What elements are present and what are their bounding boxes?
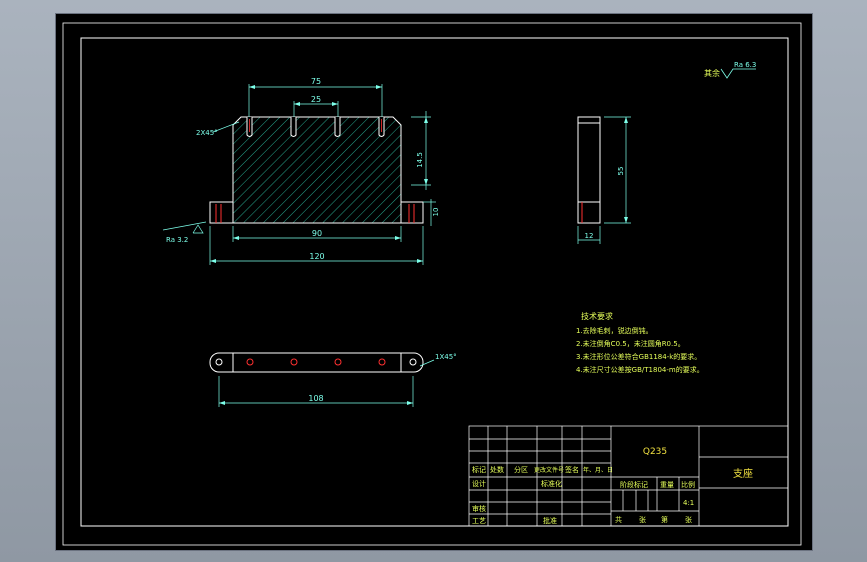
side-view: 55 12 [577,116,631,244]
dim-bottom-length: 108 [308,394,323,403]
tb-standardize: 标准化 [541,479,562,488]
tb-header: 签名 [565,465,579,474]
tb-material: Q235 [643,447,667,457]
title-block-text: 标记 处数 分区 更改文件号 签名 年、月、日 设计 标准化 审核 工艺 批准 … [472,447,753,525]
technical-notes: 技术要求 1.去除毛刺，锐边倒钝。 2.未注倒角C0.5，未注圆角R0.5。 3… [576,311,704,374]
tb-sheet-no: 第 [661,515,668,524]
tb-stage-mark: 阶段标记 [620,480,648,489]
tb-review: 审核 [472,504,486,513]
tb-ratio: 比例 [681,480,695,489]
bottom-holes [246,358,386,366]
front-view: 75 25 2X45° 14.5 10 90 120 Ra 3.2 [162,77,440,265]
tb-part-name: 支座 [733,467,753,480]
right-foot [400,201,424,224]
slot-red-lines [249,119,382,132]
dim-chamfer-top: 2X45° [196,129,218,137]
dim-width-top: 75 [311,77,321,86]
tb-process: 工艺 [472,517,486,525]
tb-header: 标记 [472,465,486,474]
dim-foot-height: 10 [432,208,440,217]
tb-sheets: 张 [639,515,646,524]
foot-holes [215,204,415,223]
dim-side-height: 55 [617,167,625,176]
dim-bottom-chamfer: 1X45° [435,353,457,361]
outer-frame [62,22,802,546]
dim-pitch: 25 [311,95,321,104]
tb-header: 年、月、日 [583,466,613,474]
tb-total: 共 [615,515,622,524]
dim-roughness-left: Ra 3.2 [166,236,188,244]
notes-title: 技术要求 [581,311,613,321]
bottom-body [209,352,424,373]
tb-design: 设计 [472,479,486,488]
cad-viewport[interactable]: 75 25 2X45° 14.5 10 90 120 Ra 3.2 55 12 [55,13,813,551]
drawing-sheet: 75 25 2X45° 14.5 10 90 120 Ra 3.2 55 12 [62,22,802,546]
roughness-remaining: 其余 Ra 6.3 [704,61,756,79]
tb-weight: 重量 [660,481,674,489]
tb-header: 分区 [514,465,528,474]
note-item: 3.未注形位公差符合GB1184-k的要求。 [576,352,701,361]
front-body [232,116,402,224]
tb-header: 处数 [490,465,504,474]
roughness-value: Ra 6.3 [734,61,756,69]
note-item: 4.未注尺寸公差按GB/T1804-m的要求。 [576,365,704,374]
tb-approve: 批准 [543,516,557,525]
note-item: 1.去除毛刺，锐边倒钝。 [576,326,653,335]
tb-scale: 4:1 [683,499,694,507]
bottom-view: 108 1X45° [209,352,457,407]
dim-side-width: 12 [585,232,594,240]
dim-total-length: 120 [309,252,324,261]
roughness-label: 其余 [704,68,720,78]
dim-inner-length: 90 [312,229,322,238]
tb-sheets2: 张 [685,515,692,524]
inner-frame [80,37,789,527]
tb-header: 更改文件号 [534,466,564,474]
dim-height-slot: 14.5 [416,152,424,168]
side-body [577,116,601,224]
note-item: 2.未注倒角C0.5，未注圆角R0.5。 [576,339,685,348]
title-block [468,425,789,527]
